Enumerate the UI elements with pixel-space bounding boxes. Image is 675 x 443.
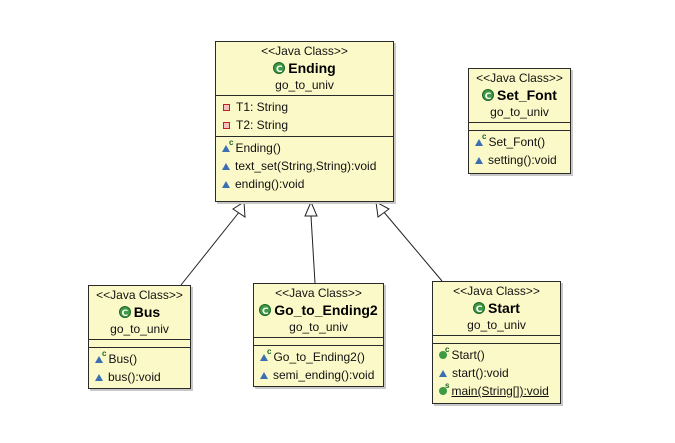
package-method-icon [222,162,230,170]
class-header: <<Java Class>> Ending go_to_univ [216,42,393,96]
stereotype: <<Java Class>> [476,71,563,85]
attributes-section [469,123,570,131]
attribute-row: T1: String [222,98,387,116]
package-name: go_to_univ [490,105,549,119]
package-name: go_to_univ [110,322,169,336]
inheritance-arrowhead [375,201,390,218]
attributes-section: T1: String T2: String [216,96,393,137]
class-start[interactable]: <<Java Class>> Start go_to_univ cStart()… [432,281,561,404]
class-icon [259,303,272,321]
class-go-to-ending2[interactable]: <<Java Class>> Go_to_Ending2 go_to_univ … [253,283,384,387]
constructor-icon [95,355,103,363]
connector-start-ending [382,210,443,282]
class-ending[interactable]: <<Java Class>> Ending go_to_univ T1: Str… [215,41,394,202]
package-method-icon [95,373,103,381]
class-name: Ending [288,60,336,76]
constructor-icon [475,138,483,146]
class-header: <<Java Class>> Go_to_Ending2 go_to_univ [254,284,383,338]
stereotype: <<Java Class>> [453,284,540,298]
attribute-row: T2: String [222,116,387,134]
operation-row: start():void [439,364,554,382]
package-method-icon [222,180,230,188]
attributes-section [254,338,383,346]
connector-go-to-ending2-ending [310,215,316,284]
class-header: <<Java Class>> Start go_to_univ [433,282,560,336]
private-field-icon [223,103,230,111]
operation-row: ending():void [222,175,387,193]
class-icon [273,61,286,79]
class-icon [482,88,495,106]
inheritance-arrowhead [232,201,246,218]
package-name: go_to_univ [275,78,334,92]
package-method-icon [439,369,447,377]
class-name: Bus [133,304,161,320]
public-static-method-icon [439,387,447,395]
package-method-icon [260,371,268,379]
class-header: <<Java Class>> Bus go_to_univ [89,286,190,340]
class-name: Set_Font [497,87,557,103]
stereotype: <<Java Class>> [275,286,362,300]
stereotype: <<Java Class>> [96,288,183,302]
operation-row: text_set(String,String):void [222,157,387,175]
attributes-section [89,340,190,348]
package-method-icon [475,156,483,164]
connector-bus-ending [180,210,241,286]
inheritance-arrowhead [304,200,318,217]
private-field-icon [223,121,230,129]
operation-row: bus():void [95,368,184,386]
class-icon [473,301,486,319]
stereotype: <<Java Class>> [261,44,348,58]
class-set-font[interactable]: <<Java Class>> Set_Font go_to_univ cSet_… [468,68,571,174]
operation-row: setting():void [475,151,564,169]
class-icon [118,305,131,323]
package-name: go_to_univ [289,320,348,334]
class-name: Start [488,300,520,316]
attributes-section [433,336,560,344]
constructor-icon [222,144,230,152]
class-name: Go_to_Ending2 [274,302,378,318]
operation-row: semi_ending():void [260,366,377,384]
public-constructor-icon [439,351,447,359]
package-name: go_to_univ [467,318,526,332]
constructor-icon [260,353,268,361]
class-header: <<Java Class>> Set_Font go_to_univ [469,69,570,123]
